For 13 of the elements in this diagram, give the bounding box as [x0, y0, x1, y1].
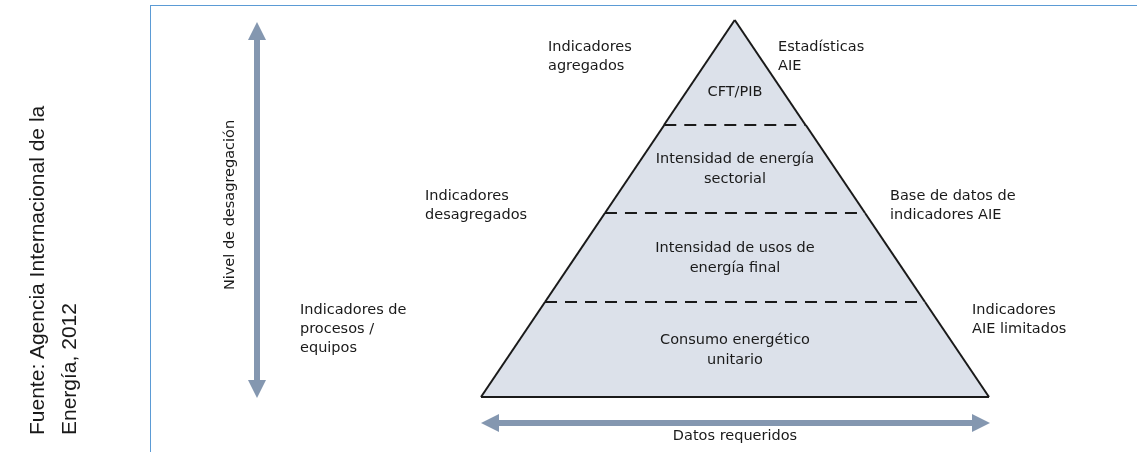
level-text: Intensidad de energía sectorial [655, 149, 815, 188]
side-label: Indicadores desagregados [425, 186, 529, 224]
axis-label: Nivel de desagregación [221, 119, 237, 291]
level-text: Consumo energético unitario [659, 329, 811, 369]
axis-label: Datos requeridos [672, 426, 798, 445]
level-text: CFT/PIB [707, 81, 763, 101]
level-text: Intensidad de usos de energía final [654, 237, 816, 277]
side-label: Estadísticas AIE [778, 37, 866, 75]
side-label: Indicadores AIE limitados [972, 300, 1068, 338]
side-label: Base de datos de indicadores AIE [890, 186, 1017, 224]
source-caption: Fuente: Agencia Internacional de la Energía, 2012 [23, 104, 81, 435]
side-label: Indicadores agregados [548, 37, 633, 75]
side-label: Indicadores de procesos / equipos [300, 300, 408, 357]
